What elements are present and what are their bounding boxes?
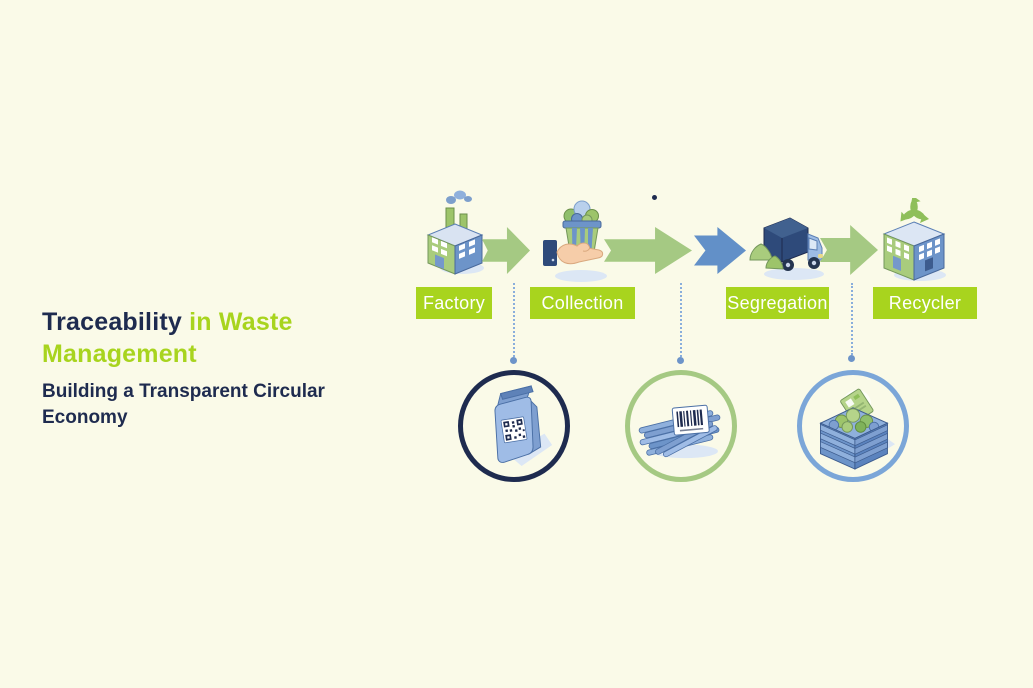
stage-label-recycler: Recycler xyxy=(873,287,977,319)
title-dark-text: Traceability xyxy=(42,308,182,336)
callout-circle-qr-package xyxy=(458,370,570,482)
title-block: Traceability in Waste Management Buildin… xyxy=(42,306,382,431)
stage-label-collection: Collection xyxy=(530,287,635,319)
page-subtitle: Building a Transparent Circular Economy xyxy=(42,381,325,428)
stage-label-factory: Factory xyxy=(416,287,492,319)
stage-label-segregation: Segregation xyxy=(726,287,829,319)
callout-circle-barcoded-bundle xyxy=(625,370,737,482)
hand-holding-bin-icon xyxy=(541,194,613,284)
arrow-collection-to-segregation xyxy=(604,227,692,274)
connector-line-3 xyxy=(851,283,853,355)
title-green-text: in Waste Management xyxy=(42,308,293,368)
arrow-factory-to-collection xyxy=(482,227,530,274)
connector-line-1 xyxy=(513,283,515,357)
qr-coded-package-icon xyxy=(494,385,553,466)
arrow-segregation-to-recycler xyxy=(820,225,878,275)
factory-icon xyxy=(424,188,486,276)
connector-dot-2 xyxy=(677,357,684,364)
connector-dot-1 xyxy=(510,357,517,364)
connector-line-2 xyxy=(680,283,682,357)
decor-dot xyxy=(652,195,657,200)
page-title: Traceability in Waste Management xyxy=(42,306,382,370)
connector-dot-3 xyxy=(848,355,855,362)
callout-circle-recycling-crate xyxy=(797,370,909,482)
arrow-blue-to-segregation xyxy=(694,227,746,274)
waste-truck-icon xyxy=(748,212,830,284)
tagged-recycling-crate-icon xyxy=(819,388,896,470)
barcoded-pipes-bundle-icon xyxy=(638,404,721,459)
recycling-plant-icon xyxy=(876,195,952,282)
